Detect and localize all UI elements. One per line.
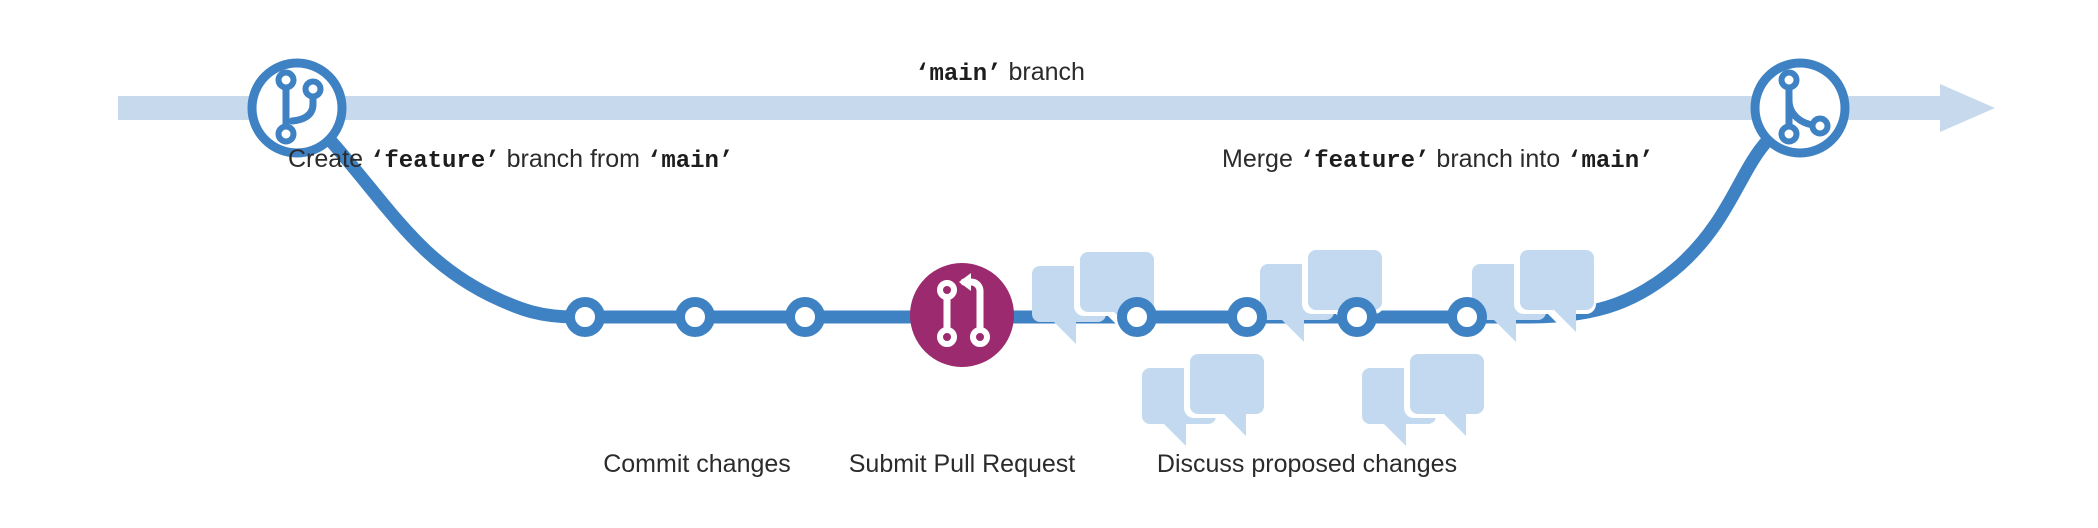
commit-dot-1 <box>565 297 605 337</box>
git-branch-icon <box>247 58 347 158</box>
main-branch-label: ‘main’ branch <box>915 60 1085 87</box>
comment-bubble-group-4 <box>1142 350 1266 446</box>
merge-branch-quote-open-2: ‘ <box>1567 148 1582 175</box>
commit-changes-label: Commit changes <box>603 450 791 478</box>
merge-branch-quote-close-2: ’ <box>1639 148 1654 175</box>
commit-dot-3 <box>785 297 825 337</box>
commit-dot-2 <box>675 297 715 337</box>
create-branch-code-feature: feature <box>384 148 486 175</box>
create-branch-quote-open-2: ‘ <box>646 148 662 175</box>
create-branch-prefix: Create <box>288 145 364 173</box>
merge-branch-code-main: main <box>1581 148 1640 175</box>
main-branch-suffix: branch <box>1008 58 1085 86</box>
merge-branch-code-feature: feature <box>1314 148 1416 175</box>
commit-dot-5 <box>1227 297 1267 337</box>
merge-branch-middle: branch into <box>1436 145 1561 173</box>
create-branch-code-main: main <box>661 148 719 175</box>
create-branch-quote-close-2: ’ <box>718 148 734 175</box>
main-branch-code: main <box>929 61 988 88</box>
main-branch-quote-close: ’ <box>987 61 1002 88</box>
create-branch-middle: branch from <box>506 145 640 173</box>
main-branch-quote-open: ‘ <box>915 61 930 88</box>
comment-bubble-group-5 <box>1362 350 1486 446</box>
submit-pull-request-label: Submit Pull Request <box>848 450 1076 478</box>
commit-dot-6 <box>1337 297 1377 337</box>
discuss-proposed-changes-label: Discuss proposed changes <box>1156 450 1458 478</box>
merge-branch-quote-open: ‘ <box>1299 148 1315 175</box>
comment-bubble-group-3 <box>1472 246 1596 342</box>
git-pull-request-icon <box>910 263 1014 367</box>
commit-dot-7 <box>1447 297 1487 337</box>
merge-branch-prefix: Merge <box>1222 145 1293 173</box>
create-branch-label: Create ‘feature’ branch from ‘main’ <box>288 147 733 174</box>
merge-branch-label: Merge ‘feature’ branch into ‘main’ <box>1222 147 1654 174</box>
merge-branch-quote-close: ’ <box>1415 148 1430 175</box>
create-branch-quote-close: ’ <box>485 148 500 175</box>
create-branch-quote-open: ‘ <box>370 148 385 175</box>
commit-dot-4 <box>1117 297 1157 337</box>
main-branch-arrow <box>118 84 1995 132</box>
git-merge-icon <box>1750 58 1850 158</box>
